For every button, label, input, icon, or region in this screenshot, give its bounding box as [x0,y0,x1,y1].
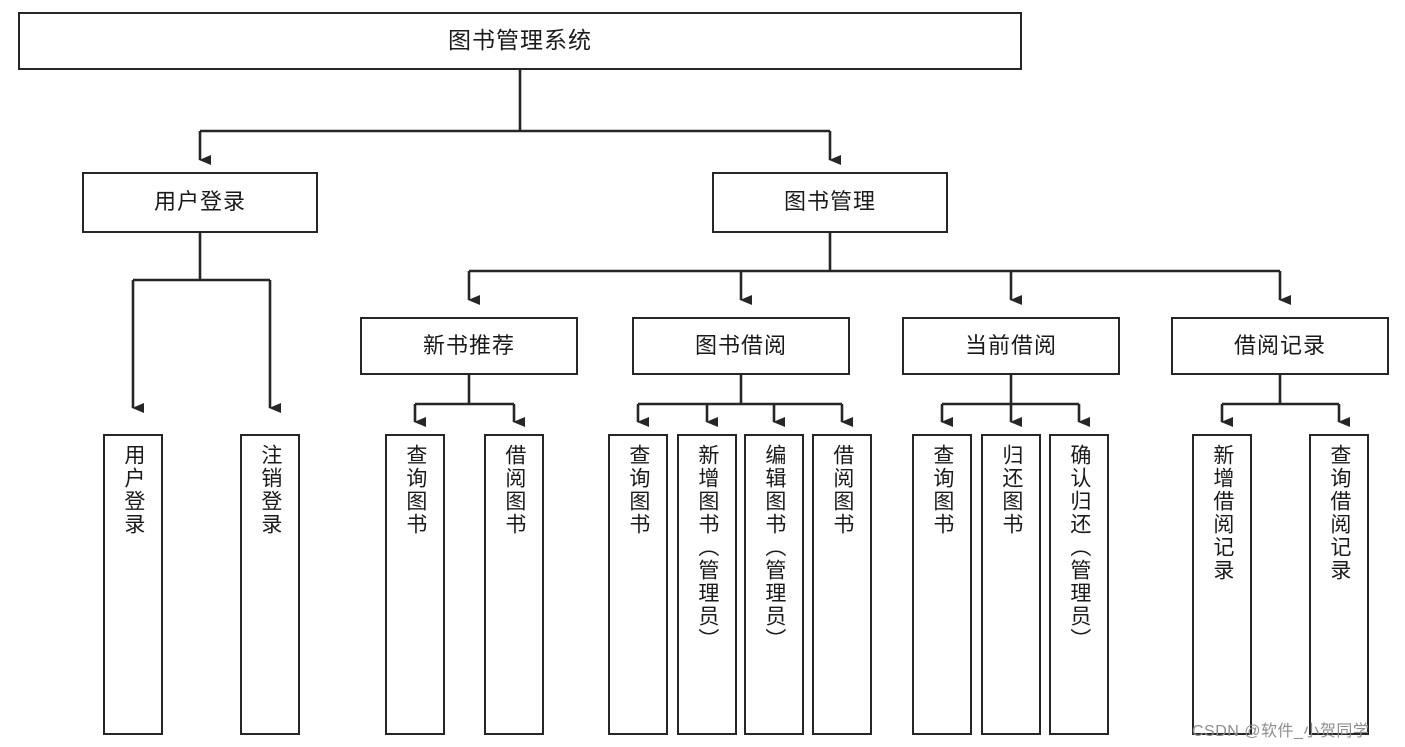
node-user-login[interactable]: 用户登录 [82,172,318,233]
node-book-manage-label: 图书管理 [783,189,876,215]
leaf-query-record-label: 查询借阅记录 [1327,444,1351,582]
leaf-borrow-book-1[interactable]: 借阅图书 [484,434,544,735]
leaf-borrow-book-1-label: 借阅图书 [502,444,526,536]
node-new-book-recommend-label: 新书推荐 [422,332,515,358]
leaf-query-book-3-label: 查询图书 [930,444,954,536]
node-book-borrow-label: 图书借阅 [694,332,787,358]
node-current-borrow[interactable]: 当前借阅 [902,317,1120,375]
leaf-user-login[interactable]: 用户登录 [103,434,163,735]
node-root-system-label: 图书管理系统 [448,27,592,54]
leaf-return-book[interactable]: 归还图书 [981,434,1041,735]
leaf-borrow-book-2[interactable]: 借阅图书 [812,434,872,735]
leaf-user-login-label: 用户登录 [121,444,145,536]
leaf-return-book-label: 归还图书 [999,444,1023,536]
leaf-confirm-return-label: 确认归还（管理员） [1067,444,1091,651]
node-root-system[interactable]: 图书管理系统 [18,12,1022,70]
node-current-borrow-label: 当前借阅 [964,332,1057,358]
leaf-add-book[interactable]: 新增图书（管理员） [677,434,737,735]
node-new-book-recommend[interactable]: 新书推荐 [360,317,578,375]
leaf-add-record-label: 新增借阅记录 [1210,444,1234,582]
watermark: CSDN @软件_小贺同学 [1192,723,1370,740]
leaf-user-logout[interactable]: 注销登录 [240,434,300,735]
leaf-add-record[interactable]: 新增借阅记录 [1192,434,1252,735]
leaf-query-book-2[interactable]: 查询图书 [608,434,668,735]
leaf-query-book-1[interactable]: 查询图书 [385,434,445,735]
node-book-manage[interactable]: 图书管理 [712,172,948,233]
leaf-add-book-label: 新增图书（管理员） [695,444,719,651]
leaf-query-book-2-label: 查询图书 [626,444,650,536]
leaf-user-logout-label: 注销登录 [258,444,282,536]
leaf-query-book-3[interactable]: 查询图书 [912,434,972,735]
leaf-borrow-book-2-label: 借阅图书 [830,444,854,536]
node-book-borrow[interactable]: 图书借阅 [632,317,850,375]
leaf-query-book-1-label: 查询图书 [403,444,427,536]
leaf-confirm-return[interactable]: 确认归还（管理员） [1049,434,1109,735]
leaf-query-record[interactable]: 查询借阅记录 [1309,434,1369,735]
node-borrow-record-label: 借阅记录 [1233,332,1326,358]
leaf-edit-book[interactable]: 编辑图书（管理员） [744,434,804,735]
node-user-login-label: 用户登录 [153,189,246,215]
leaf-edit-book-label: 编辑图书（管理员） [762,444,786,651]
node-borrow-record[interactable]: 借阅记录 [1171,317,1389,375]
